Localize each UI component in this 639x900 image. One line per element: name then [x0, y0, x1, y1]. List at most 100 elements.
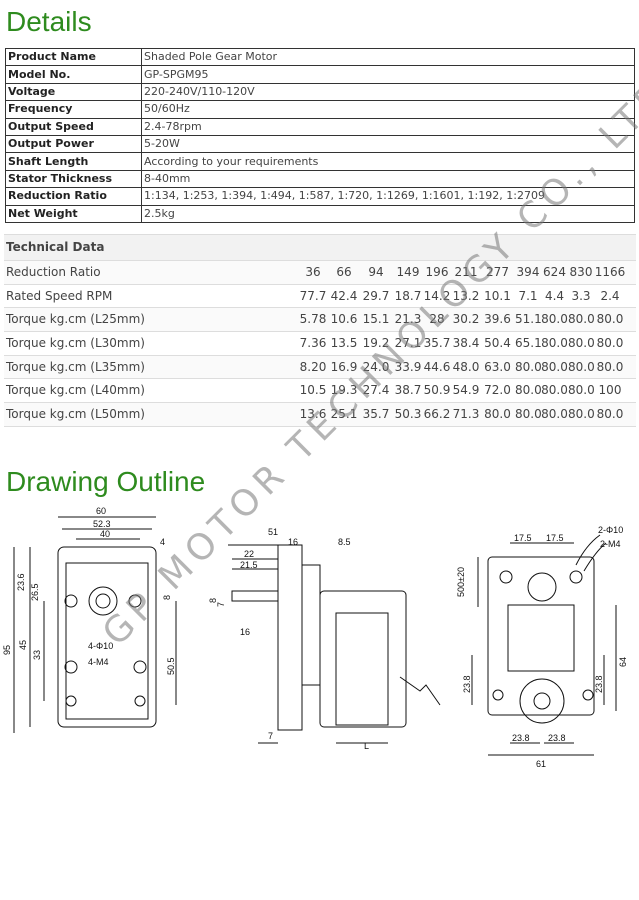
tech-cell: 54.9 — [452, 383, 480, 398]
tech-cell: 80.0 — [596, 407, 624, 422]
dim-22: 22 — [244, 549, 254, 559]
tech-cell: 15.1 — [362, 312, 390, 327]
tech-cell: 3.3 — [571, 288, 591, 303]
tech-row-label: Torque kg.cm (L50mm) — [6, 407, 145, 422]
tech-cell: 10.6 — [330, 312, 358, 327]
dim-26-5: 26.5 — [30, 583, 40, 601]
tech-cell: 38.7 — [394, 383, 422, 398]
tech-cell: 80.0 — [596, 312, 624, 327]
tech-cell: 80.0 — [515, 383, 542, 398]
dim-21-5: 21.5 — [240, 560, 258, 570]
tech-cell: 27.4 — [362, 383, 390, 398]
spec-value: 5-20W — [141, 134, 635, 154]
spec-key: Voltage — [5, 82, 142, 102]
tech-cell: 33.9 — [394, 359, 422, 374]
tech-cell: 13.2 — [452, 288, 480, 303]
spec-key: Product Name — [5, 47, 142, 67]
tech-cell: 77.7 — [299, 288, 327, 303]
dim-40: 40 — [100, 529, 110, 539]
spec-value: Shaded Pole Gear Motor — [141, 47, 635, 67]
tech-cell: 63.0 — [484, 359, 511, 374]
tech-cell: 35.7 — [423, 336, 451, 351]
tech-cell: 10.1 — [484, 288, 511, 303]
dim-64: 64 — [618, 657, 628, 667]
tech-cell: 80.0 — [541, 359, 568, 374]
tech-cell: 42.4 — [330, 288, 358, 303]
spec-key: Reduction Ratio — [5, 187, 142, 206]
tech-cell: 7.36 — [299, 336, 327, 351]
tech-cell: 80.0 — [541, 312, 568, 327]
drawing-outline-heading: Drawing Outline — [6, 466, 206, 497]
spec-value: 1:134, 1:253, 1:394, 1:494, 1:587, 1:720… — [141, 187, 635, 206]
tech-cell: 624 — [543, 265, 566, 279]
dim-8-front: 8 — [162, 595, 172, 600]
spec-value: 50/60Hz — [141, 100, 635, 119]
label-2-phi10: 2-Φ10 — [598, 525, 623, 535]
label-4-phi10: 4-Φ10 — [88, 641, 113, 651]
spec-key: Shaft Length — [5, 152, 142, 171]
tech-row-label: Torque kg.cm (L40mm) — [6, 383, 145, 398]
tech-row-label: Torque kg.cm (L35mm) — [6, 359, 145, 374]
dim-16-top: 16 — [288, 537, 298, 547]
tech-cell: 39.6 — [484, 312, 511, 327]
tech-cell: 25.1 — [330, 407, 358, 422]
dim-16-bottom: 16 — [240, 627, 250, 637]
dim-23-8-br: 23.8 — [548, 733, 566, 743]
dim-45: 45 — [18, 640, 28, 650]
technical-data-title: Technical Data — [4, 234, 636, 261]
tech-cell: 50.9 — [423, 383, 451, 398]
tech-cell: 19.3 — [330, 383, 358, 398]
tech-cell: 24.0 — [362, 359, 390, 374]
dim-7-bottom: 7 — [268, 731, 273, 741]
label-2-m4: 2-M4 — [600, 539, 621, 549]
tech-cell: 50.4 — [484, 336, 511, 351]
dim-95: 95 — [2, 645, 12, 655]
spec-row: Model No.GP-SPGM95 — [5, 65, 635, 84]
tech-cell: 13.5 — [330, 336, 358, 351]
dim-52-3: 52.3 — [93, 519, 111, 529]
tech-cell: 80.0 — [568, 312, 595, 327]
tech-cell: 29.7 — [362, 288, 390, 303]
tech-cell: 196 — [425, 265, 449, 279]
spec-value: GP-SPGM95 — [141, 65, 635, 84]
tech-row-label: Torque kg.cm (L25mm) — [6, 312, 145, 327]
tech-cell: 149 — [396, 265, 420, 279]
tech-cell: 14.2 — [423, 288, 451, 303]
spec-key: Output Speed — [5, 117, 142, 136]
tech-row-label: Reduction Ratio — [6, 265, 101, 279]
tech-cell: 65.1 — [515, 336, 542, 351]
tech-cell: 4.4 — [544, 288, 565, 303]
dim-17-5-right: 17.5 — [546, 533, 564, 543]
front-view — [13, 516, 177, 733]
tech-cell: 66 — [336, 265, 352, 279]
tech-cell: 80.0 — [568, 359, 595, 374]
dim-7-side: 7 — [216, 602, 226, 607]
tech-cell: 80.0 — [515, 359, 542, 374]
tech-cell: 66.2 — [423, 407, 451, 422]
tech-cell: 80.0 — [568, 336, 595, 351]
spec-key: Model No. — [5, 65, 142, 84]
spec-key: Output Power — [5, 134, 142, 154]
tech-cell: 44.6 — [423, 359, 451, 374]
tech-cell: 5.78 — [299, 312, 327, 327]
tech-cell: 18.7 — [394, 288, 422, 303]
tech-cell: 16.9 — [330, 359, 358, 374]
dim-33: 33 — [32, 650, 42, 660]
tech-cell: 80.0 — [541, 336, 568, 351]
dim-L: L — [364, 741, 369, 751]
dim-8-5: 8.5 — [338, 537, 351, 547]
tech-cell: 30.2 — [452, 312, 480, 327]
